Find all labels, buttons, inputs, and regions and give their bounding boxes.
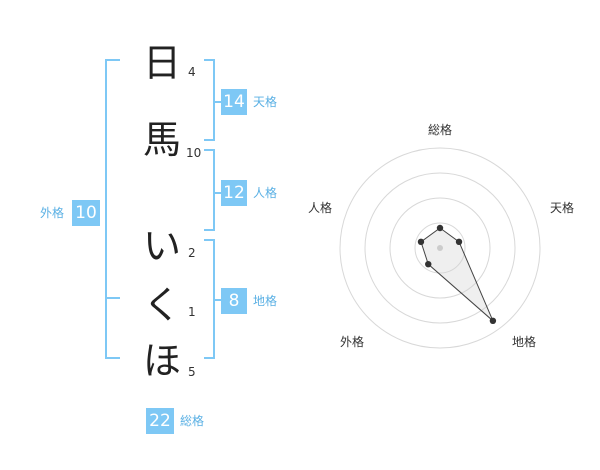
soukaku-value-badge: 22 [146, 408, 174, 434]
gaikaku-value-badge: 10 [72, 200, 100, 226]
gaikaku-label: 外格 [40, 206, 65, 220]
name-char-2: 馬 [143, 118, 182, 162]
gaikaku-bracket [105, 59, 120, 359]
radar-ring-3 [364, 172, 516, 324]
radar-series-polygon [420, 227, 494, 322]
radar-ring-2 [389, 197, 491, 299]
radar-axis-label-chikaku: 地格 [512, 335, 537, 349]
radar-ring-1 [414, 222, 466, 274]
radar-point-5 [417, 238, 425, 246]
stroke-count-1: 4 [188, 65, 196, 79]
jinkaku-value-badge: 12 [221, 180, 247, 206]
chikaku-label: 地格 [253, 294, 278, 308]
radar-axis-label-tenkaku: 天格 [550, 201, 575, 215]
stroke-count-2: 10 [186, 146, 202, 160]
radar-ring-4 [339, 147, 541, 349]
radar-point-4 [425, 260, 432, 268]
jinkaku-bracket [204, 149, 215, 231]
jinkaku-label: 人格 [253, 186, 278, 200]
radar-axis-label-jinkaku: 人格 [308, 201, 333, 215]
name-char-5: ほ [143, 339, 182, 383]
radar-axis-label-soukaku: 総格 [428, 123, 453, 137]
tenkaku-label: 天格 [253, 95, 278, 109]
stroke-count-5: 5 [188, 365, 196, 379]
stroke-count-4: 1 [188, 305, 196, 319]
radar-point-1 [436, 224, 444, 232]
radar-center-dot [437, 245, 443, 251]
radar-point-3 [489, 317, 497, 325]
stroke-count-3: 2 [188, 246, 196, 260]
name-char-4: く [143, 283, 182, 327]
name-char-1: 日 [143, 41, 182, 85]
chikaku-value-badge: 8 [221, 288, 247, 314]
radar-point-2 [455, 238, 463, 246]
name-char-3: い [143, 224, 182, 268]
soukaku-label: 総格 [180, 414, 205, 428]
radar-axis-label-gaikaku: 外格 [340, 335, 365, 349]
tenkaku-value-badge: 14 [221, 89, 247, 115]
tenkaku-bracket [204, 59, 215, 141]
